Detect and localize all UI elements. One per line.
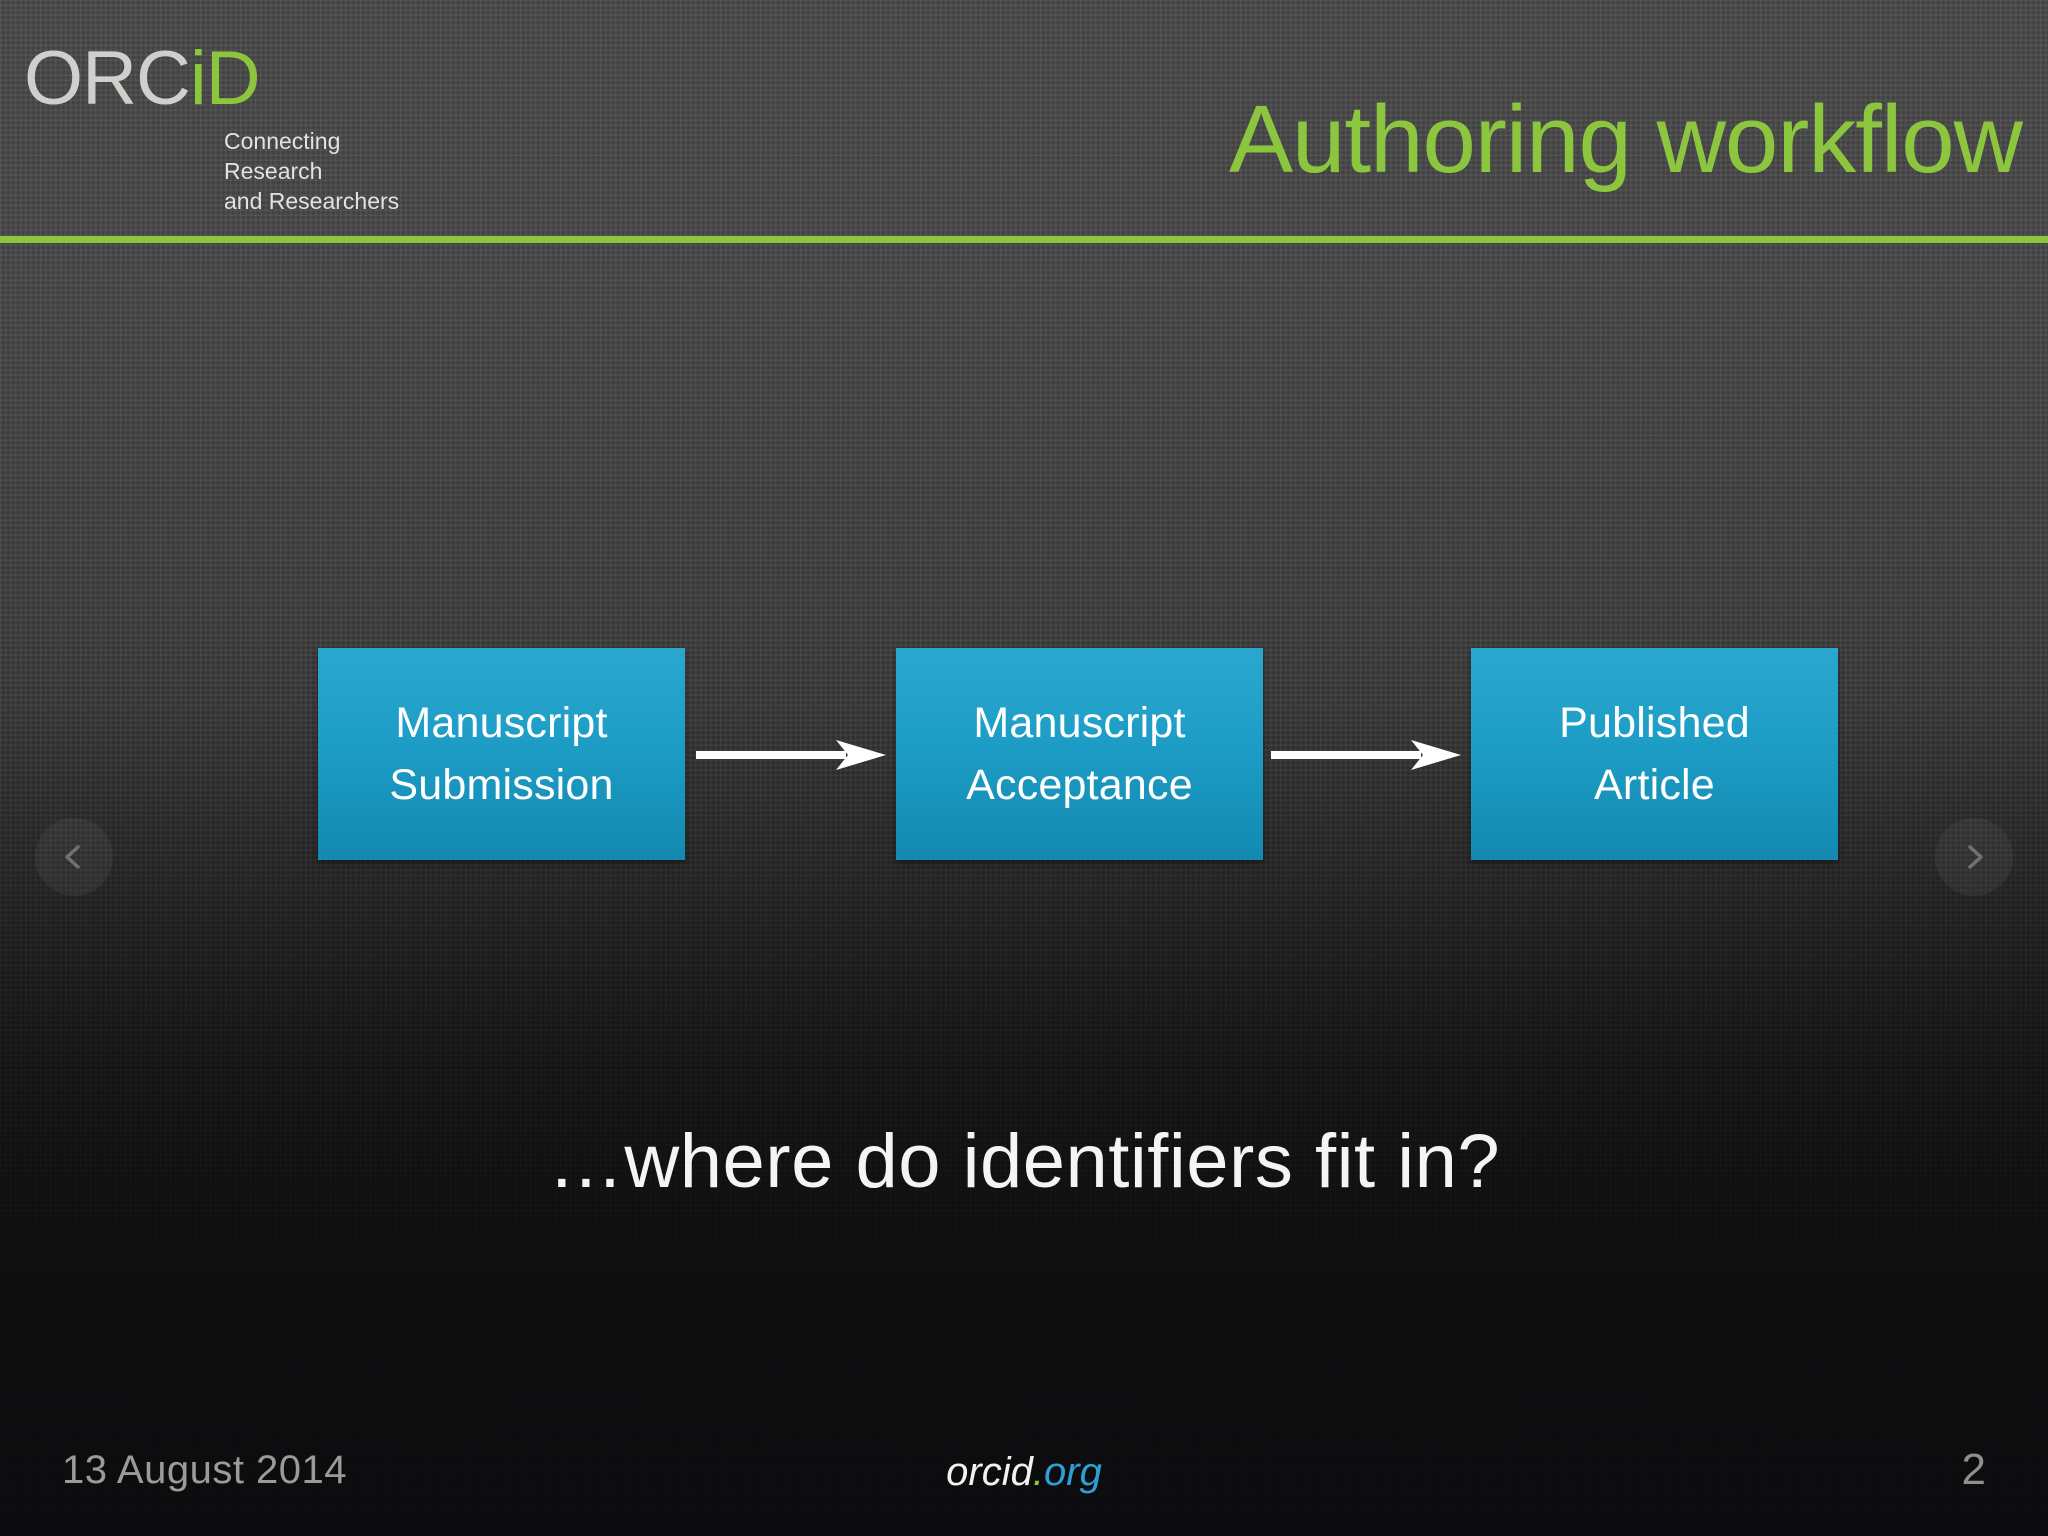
- chevron-left-icon: [59, 842, 89, 872]
- flow-arrow-submission-to-acceptance: [696, 740, 886, 770]
- previous-slide-button[interactable]: [35, 818, 113, 896]
- footer-url-name: orcid: [946, 1450, 1033, 1494]
- orcid-logo-tagline: Connecting Research and Researchers: [224, 128, 400, 214]
- flow-box-label: Manuscript Acceptance: [966, 699, 1193, 809]
- footer-url-dot: .: [1032, 1450, 1044, 1494]
- footer-url: orcid.org: [0, 1448, 2048, 1496]
- authoring-workflow-diagram: Manuscript Submission Manuscript Accepta…: [318, 648, 1838, 860]
- flow-box-published-article: Published Article: [1471, 648, 1838, 860]
- slide-title: Authoring workflow: [1228, 86, 2023, 193]
- flow-arrow-acceptance-to-published: [1271, 740, 1461, 770]
- footer-page-number: 2: [1961, 1445, 1986, 1494]
- flow-box-manuscript-acceptance: Manuscript Acceptance: [896, 648, 1263, 860]
- flow-box-label: Manuscript Submission: [389, 699, 614, 809]
- flow-box-manuscript-submission: Manuscript Submission: [318, 648, 685, 860]
- logo-text-orc: ORC: [24, 36, 191, 121]
- orcid-logo: ORCiD Connecting Research and Researcher…: [24, 40, 444, 216]
- orcid-logo-wordmark: ORCiD: [24, 40, 444, 118]
- header-divider-rule: [0, 236, 2048, 243]
- footer-date: 13 August 2014: [62, 1448, 348, 1492]
- next-slide-button[interactable]: [1935, 818, 2013, 896]
- logo-text-id: iD: [189, 36, 261, 121]
- footer-url-tld: org: [1044, 1450, 1102, 1494]
- flow-box-label: Published Article: [1559, 699, 1750, 809]
- slide-subtitle-question: …where do identifiers fit in?: [547, 1119, 1501, 1204]
- slide-footer: 13 August 2014 orcid.org 2: [0, 1416, 2048, 1536]
- slide-header: ORCiD Connecting Research and Researcher…: [0, 0, 2048, 243]
- chevron-right-icon: [1959, 842, 1989, 872]
